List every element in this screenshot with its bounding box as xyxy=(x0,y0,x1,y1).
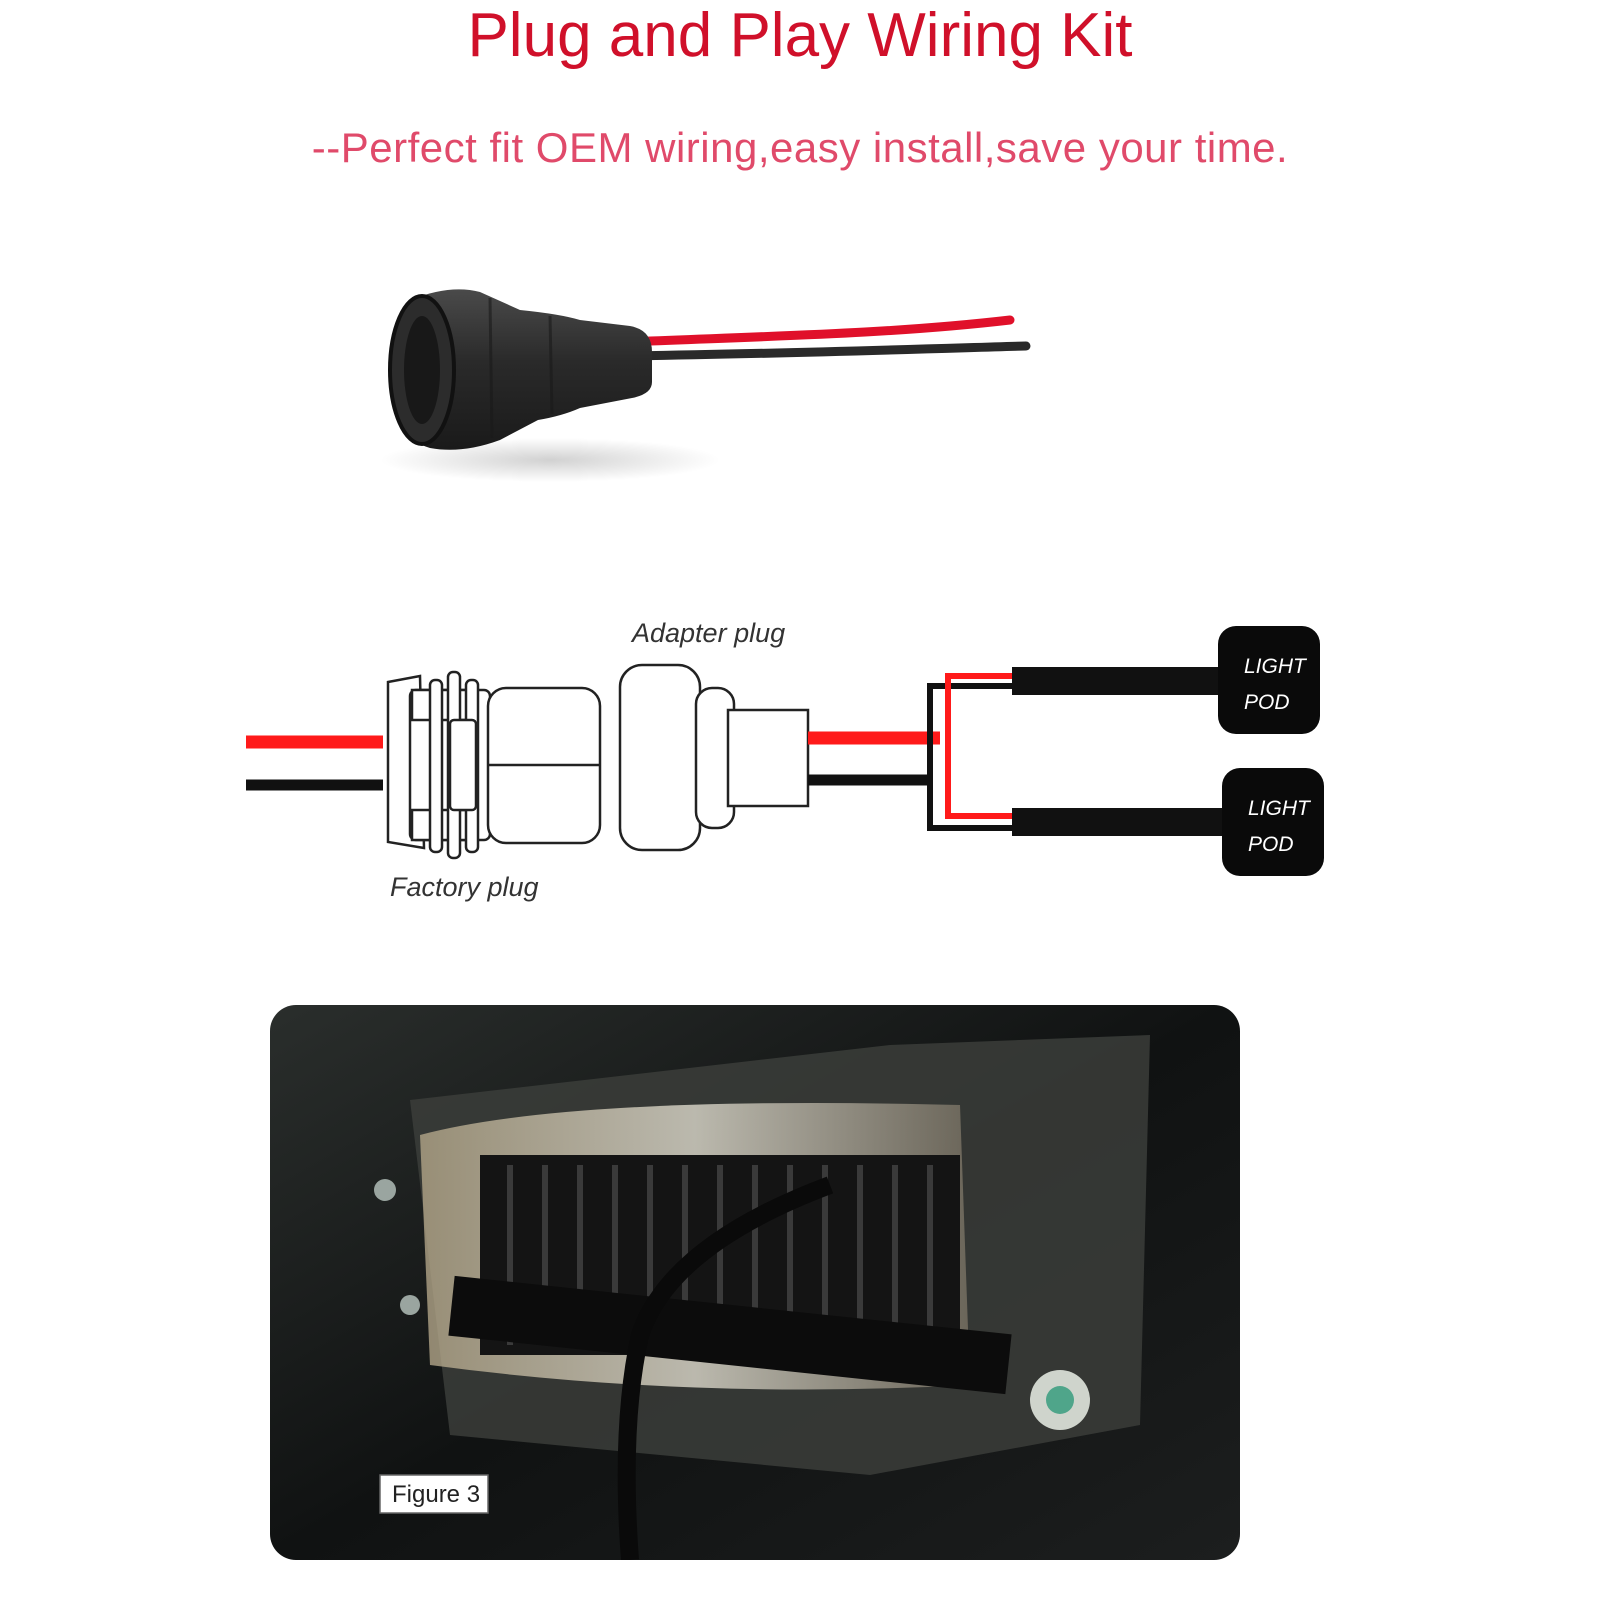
product-black-wire xyxy=(620,341,1031,361)
factory-plug-drawing xyxy=(386,670,602,860)
light-pod-top: LIGHT POD xyxy=(1218,626,1320,734)
adapter-plug-label: Adapter plug xyxy=(630,620,785,648)
page-subtitle: --Perfect fit OEM wiring,easy install,sa… xyxy=(311,124,1289,171)
light-pod-bottom-line1: LIGHT xyxy=(1248,797,1312,820)
power-cable xyxy=(617,1176,834,1560)
light-pod-bottom-line2: POD xyxy=(1248,833,1294,856)
page-title: Plug and Play Wiring Kit xyxy=(467,1,1133,70)
connector-shadow xyxy=(380,438,720,482)
installation-photo: Figure 3 xyxy=(270,1005,1240,1560)
figure-label-box xyxy=(379,1474,489,1514)
factory-plug-label: Factory plug xyxy=(390,872,539,902)
connector-product-image xyxy=(380,289,1031,482)
adapter-plug-drawing xyxy=(618,663,810,852)
product-red-wire xyxy=(620,315,1015,347)
light-pod-top-line1: LIGHT xyxy=(1244,655,1308,678)
wiring-diagram: LIGHT POD LIGHT POD Adapter plug Factory… xyxy=(246,620,1324,902)
light-pod-bottom: LIGHT POD xyxy=(1222,768,1324,876)
wire-splitter xyxy=(927,673,1012,831)
bumper-bar xyxy=(448,1275,1012,1395)
connector-body xyxy=(388,289,652,450)
figure-label: Figure 3 xyxy=(392,1481,480,1508)
light-pod-top-line2: POD xyxy=(1244,691,1290,714)
